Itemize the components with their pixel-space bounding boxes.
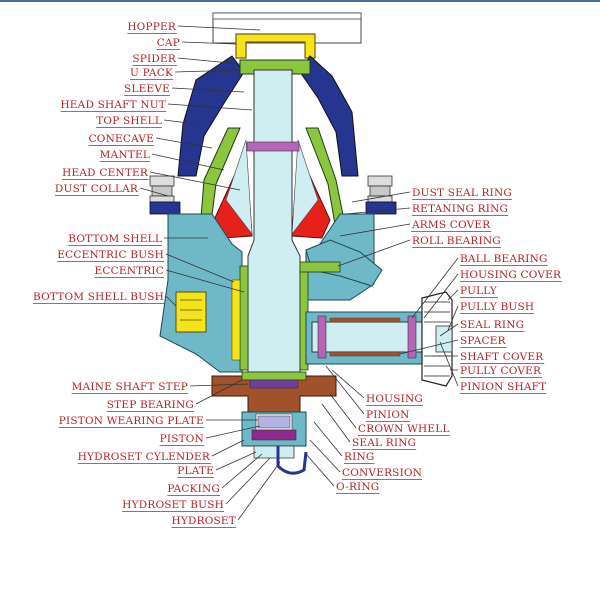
label-arms-cover: ARMS COVER: [411, 219, 491, 231]
spacer-top: [329, 317, 401, 323]
label-spacer: SPACER: [460, 335, 507, 347]
eccentric-bush: [231, 279, 241, 361]
label-seal-ring-2: SEAL RING: [352, 437, 416, 449]
label-step-bearing: STEP BEARING: [107, 399, 194, 411]
roll-bearing: [299, 261, 341, 273]
label-conversion: CONVERSION: [342, 467, 422, 479]
label-ball-bearing: BALL BEARING: [460, 253, 548, 265]
label-spider: SPIDER: [132, 53, 176, 65]
label-dust-seal-ring: DUST SEAL RING: [412, 187, 512, 199]
label-bottom-shell-bush: BOTTOM SHELL BUSH: [33, 291, 164, 303]
label-bottom-shell: BOTTOM SHELL: [68, 233, 162, 245]
label-pully: PULLY: [460, 285, 498, 297]
label-hydroset-cylender: HYDROSET CYLENDER: [78, 451, 211, 463]
label-mantel: MANTEL: [100, 149, 150, 161]
label-head-center: HEAD CENTER: [62, 167, 149, 179]
label-ring: RING: [344, 451, 374, 463]
label-eccentric-bush: ECCENTRIC BUSH: [57, 249, 164, 261]
label-sleeve: SLEEVE: [124, 83, 170, 95]
head-shaft-nut: [246, 141, 300, 152]
label-conecave: CONECAVE: [89, 133, 154, 145]
plate: [253, 445, 295, 459]
label-pinion: PINION: [366, 409, 410, 421]
label-dust-collar: DUST COLLAR: [55, 183, 139, 195]
hydroset: [251, 429, 297, 441]
eccentric-left: [239, 265, 249, 371]
label-packing: PACKING: [167, 483, 220, 495]
main-shaft: [247, 69, 301, 373]
bolts-left: [149, 175, 175, 203]
head-center-left: [225, 139, 253, 235]
label-o-ring: O-RING: [336, 481, 379, 493]
label-hydroset: HYDROSET: [172, 515, 236, 527]
top-shell-right: [299, 55, 359, 177]
step-bearing: [241, 371, 307, 381]
ball-bearing: [407, 315, 417, 359]
label-pully-bush: PULLY BUSH: [460, 301, 534, 313]
cap: [235, 33, 316, 59]
top-shell-left: [177, 55, 245, 177]
label-maine-shaft-step: MAINE SHAFT STEP: [72, 381, 188, 393]
leader-lines-right: [305, 191, 459, 487]
label-housing: HOUSING: [366, 393, 423, 405]
bolts-right: [367, 175, 393, 203]
label-plate: PLATE: [177, 465, 214, 477]
label-u-pack: U PACK: [130, 67, 173, 79]
label-shaft-cover: SHAFT COVER: [460, 351, 544, 363]
label-roll-bearing: ROLL BEARING: [412, 235, 501, 247]
bottom-shell-bush: [175, 291, 207, 333]
machine-drawing: [149, 12, 453, 475]
labels-right: DUST SEAL RING RETANING RING ARMS COVER …: [336, 187, 562, 493]
label-pully-cover: PULLY COVER: [460, 365, 542, 377]
hydroset-pipe: [276, 446, 308, 475]
piston: [257, 415, 291, 429]
label-eccentric: ECCENTRIC: [95, 265, 164, 277]
main-shaft-step: [249, 379, 299, 389]
spacer-bottom: [329, 351, 401, 357]
label-pinion-shaft: PINION SHAFT: [460, 381, 546, 393]
flange-left: [149, 201, 181, 215]
hopper-rim: [212, 12, 362, 20]
label-piston-wearing-plate: PISTON WEARING PLATE: [59, 415, 204, 427]
label-head-shaft-nut: HEAD SHAFT NUT: [60, 99, 166, 111]
label-top-shell: TOP SHELL: [96, 115, 162, 127]
head-center-right: [291, 139, 319, 235]
label-housing-cover: HOUSING COVER: [460, 269, 562, 281]
pinion-shaft: [311, 321, 443, 353]
label-hopper: HOPPER: [127, 21, 177, 33]
labels-left: HOPPER CAP SPIDER U PACK SLEEVE HEAD SHA…: [33, 21, 236, 527]
label-piston: PISTON: [160, 433, 204, 445]
top-border: [0, 0, 600, 2]
flange-right: [365, 201, 397, 215]
label-hydroset-bush: HYDROSET BUSH: [122, 499, 224, 511]
label-underlines: [32, 33, 562, 528]
label-crown-whell: CROWN WHELL: [358, 423, 450, 435]
pinion: [317, 315, 327, 359]
label-retaning-ring: RETANING RING: [412, 203, 508, 215]
label-cap: CAP: [157, 37, 180, 49]
leader-lines-left: [139, 25, 281, 521]
label-seal-ring-1: SEAL RING: [460, 319, 524, 331]
